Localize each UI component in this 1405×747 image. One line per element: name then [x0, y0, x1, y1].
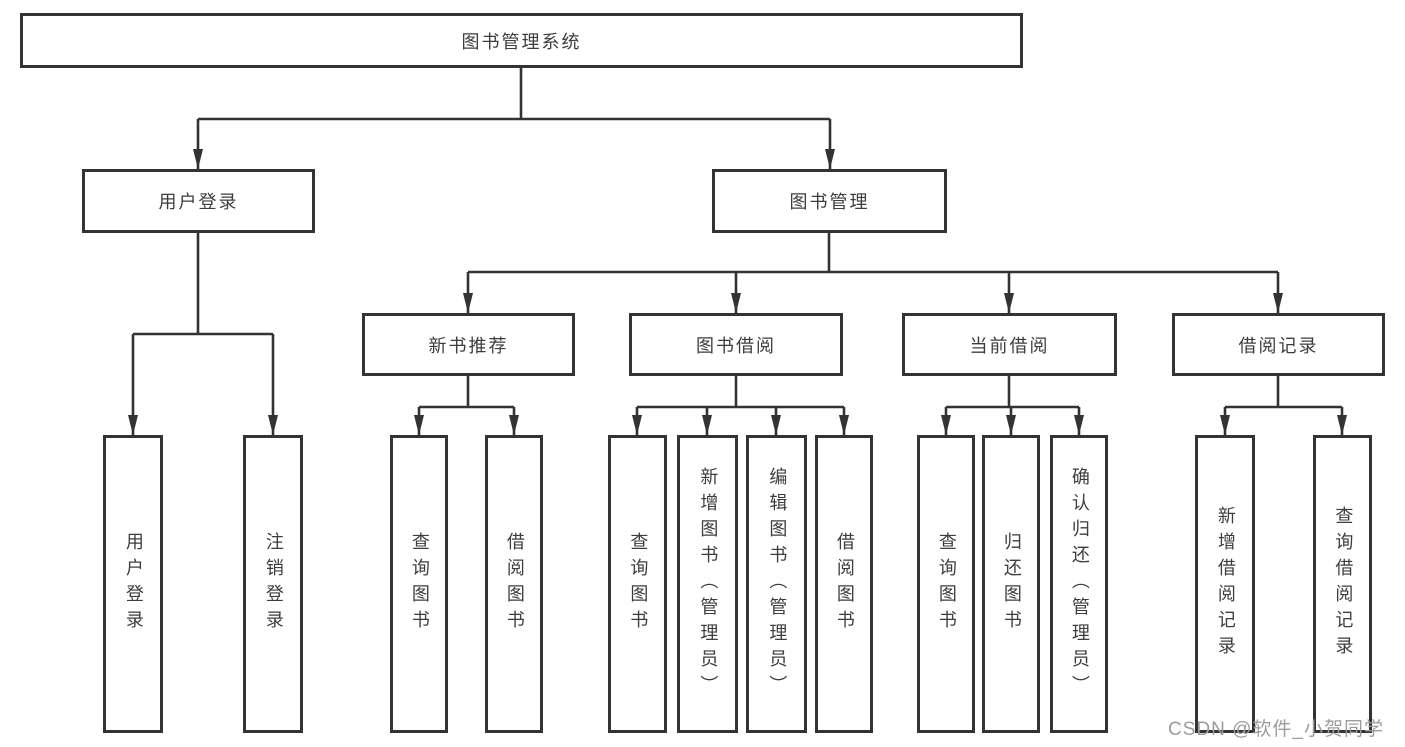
connector-root-to-level2 [193, 68, 835, 169]
node-library-management-system: 图书管理系统 [20, 13, 1023, 68]
node-new-book-recommendation: 新书推荐 [362, 313, 575, 376]
node-user-login: 用户登录 [82, 169, 315, 233]
node-current-borrowing: 当前借阅 [902, 313, 1117, 376]
leaf-logout: 注销登录 [243, 435, 303, 733]
connector-book-borrow-to-leaves [632, 376, 849, 435]
connector-borrow-record-to-leaves [1220, 376, 1347, 435]
connector-current-borrow-to-leaves [941, 376, 1084, 435]
leaf-query-books-2: 查询图书 [608, 435, 667, 733]
leaf-add-books-admin: 新增图书（管理员） [677, 435, 738, 733]
leaf-add-borrow-record: 新增借阅记录 [1195, 435, 1255, 733]
leaf-query-books-1: 查询图书 [390, 435, 448, 733]
node-book-borrowing: 图书借阅 [629, 313, 843, 376]
csdn-watermark: CSDN @软件_小贺同学 [1168, 719, 1384, 740]
leaf-borrow-books-1: 借阅图书 [485, 435, 543, 733]
leaf-borrow-books-2: 借阅图书 [815, 435, 873, 733]
connector-user-login-to-leaves [128, 233, 278, 435]
leaf-query-borrow-record: 查询借阅记录 [1313, 435, 1372, 733]
leaf-query-books-3: 查询图书 [917, 435, 975, 733]
node-borrowing-records: 借阅记录 [1172, 313, 1385, 376]
leaf-user-login: 用户登录 [103, 435, 163, 733]
connector-book-mgmt-to-level3 [463, 233, 1283, 313]
leaf-confirm-return-admin: 确认归还（管理员） [1050, 435, 1108, 733]
node-book-management: 图书管理 [712, 169, 947, 233]
leaf-edit-books-admin: 编辑图书（管理员） [746, 435, 807, 733]
leaf-return-books: 归还图书 [982, 435, 1040, 733]
connector-new-book-rec-to-leaves [414, 376, 519, 435]
